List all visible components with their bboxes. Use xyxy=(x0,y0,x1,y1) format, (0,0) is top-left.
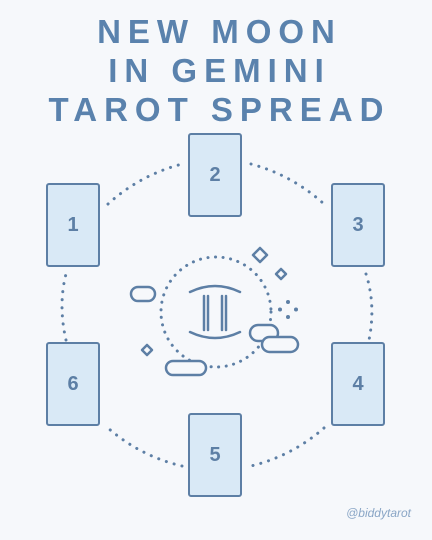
title-line-1: NEW MOON xyxy=(97,13,342,50)
connector-3-4 xyxy=(364,272,374,342)
spread-title: NEW MOON IN GEMINI TAROT SPREAD xyxy=(0,12,432,129)
center-dotted-circle xyxy=(159,255,273,369)
cloud-right-front xyxy=(260,335,300,354)
cloud-left xyxy=(129,285,157,303)
card-number: 6 xyxy=(67,372,79,395)
connector-6-1 xyxy=(60,272,68,342)
card-1: 1 xyxy=(46,183,100,267)
card-number: 5 xyxy=(209,443,221,466)
card-4: 4 xyxy=(331,342,385,426)
title-line-3: TAROT SPREAD xyxy=(48,91,391,128)
card-number: 3 xyxy=(352,213,364,236)
sparkle-diamond-large xyxy=(251,246,269,264)
title-line-2: IN GEMINI xyxy=(108,52,331,89)
card-2: 2 xyxy=(188,133,242,217)
social-handle: @biddytarot xyxy=(346,506,411,520)
cloud-bottom xyxy=(164,359,208,377)
sparkle-diamond-left xyxy=(140,343,154,357)
connector-4-5 xyxy=(249,426,326,468)
connector-1-2 xyxy=(106,162,184,206)
gemini-zodiac-icon xyxy=(188,284,242,340)
connector-2-3 xyxy=(249,162,326,206)
card-6: 6 xyxy=(46,342,100,426)
sparkle-cross xyxy=(278,300,298,319)
card-3: 3 xyxy=(331,183,385,267)
card-number: 2 xyxy=(209,163,221,186)
card-number: 4 xyxy=(352,372,364,395)
card-number: 1 xyxy=(67,213,79,236)
card-5: 5 xyxy=(188,413,242,497)
sparkle-diamond-small xyxy=(274,267,288,281)
connector-5-6 xyxy=(106,426,184,468)
